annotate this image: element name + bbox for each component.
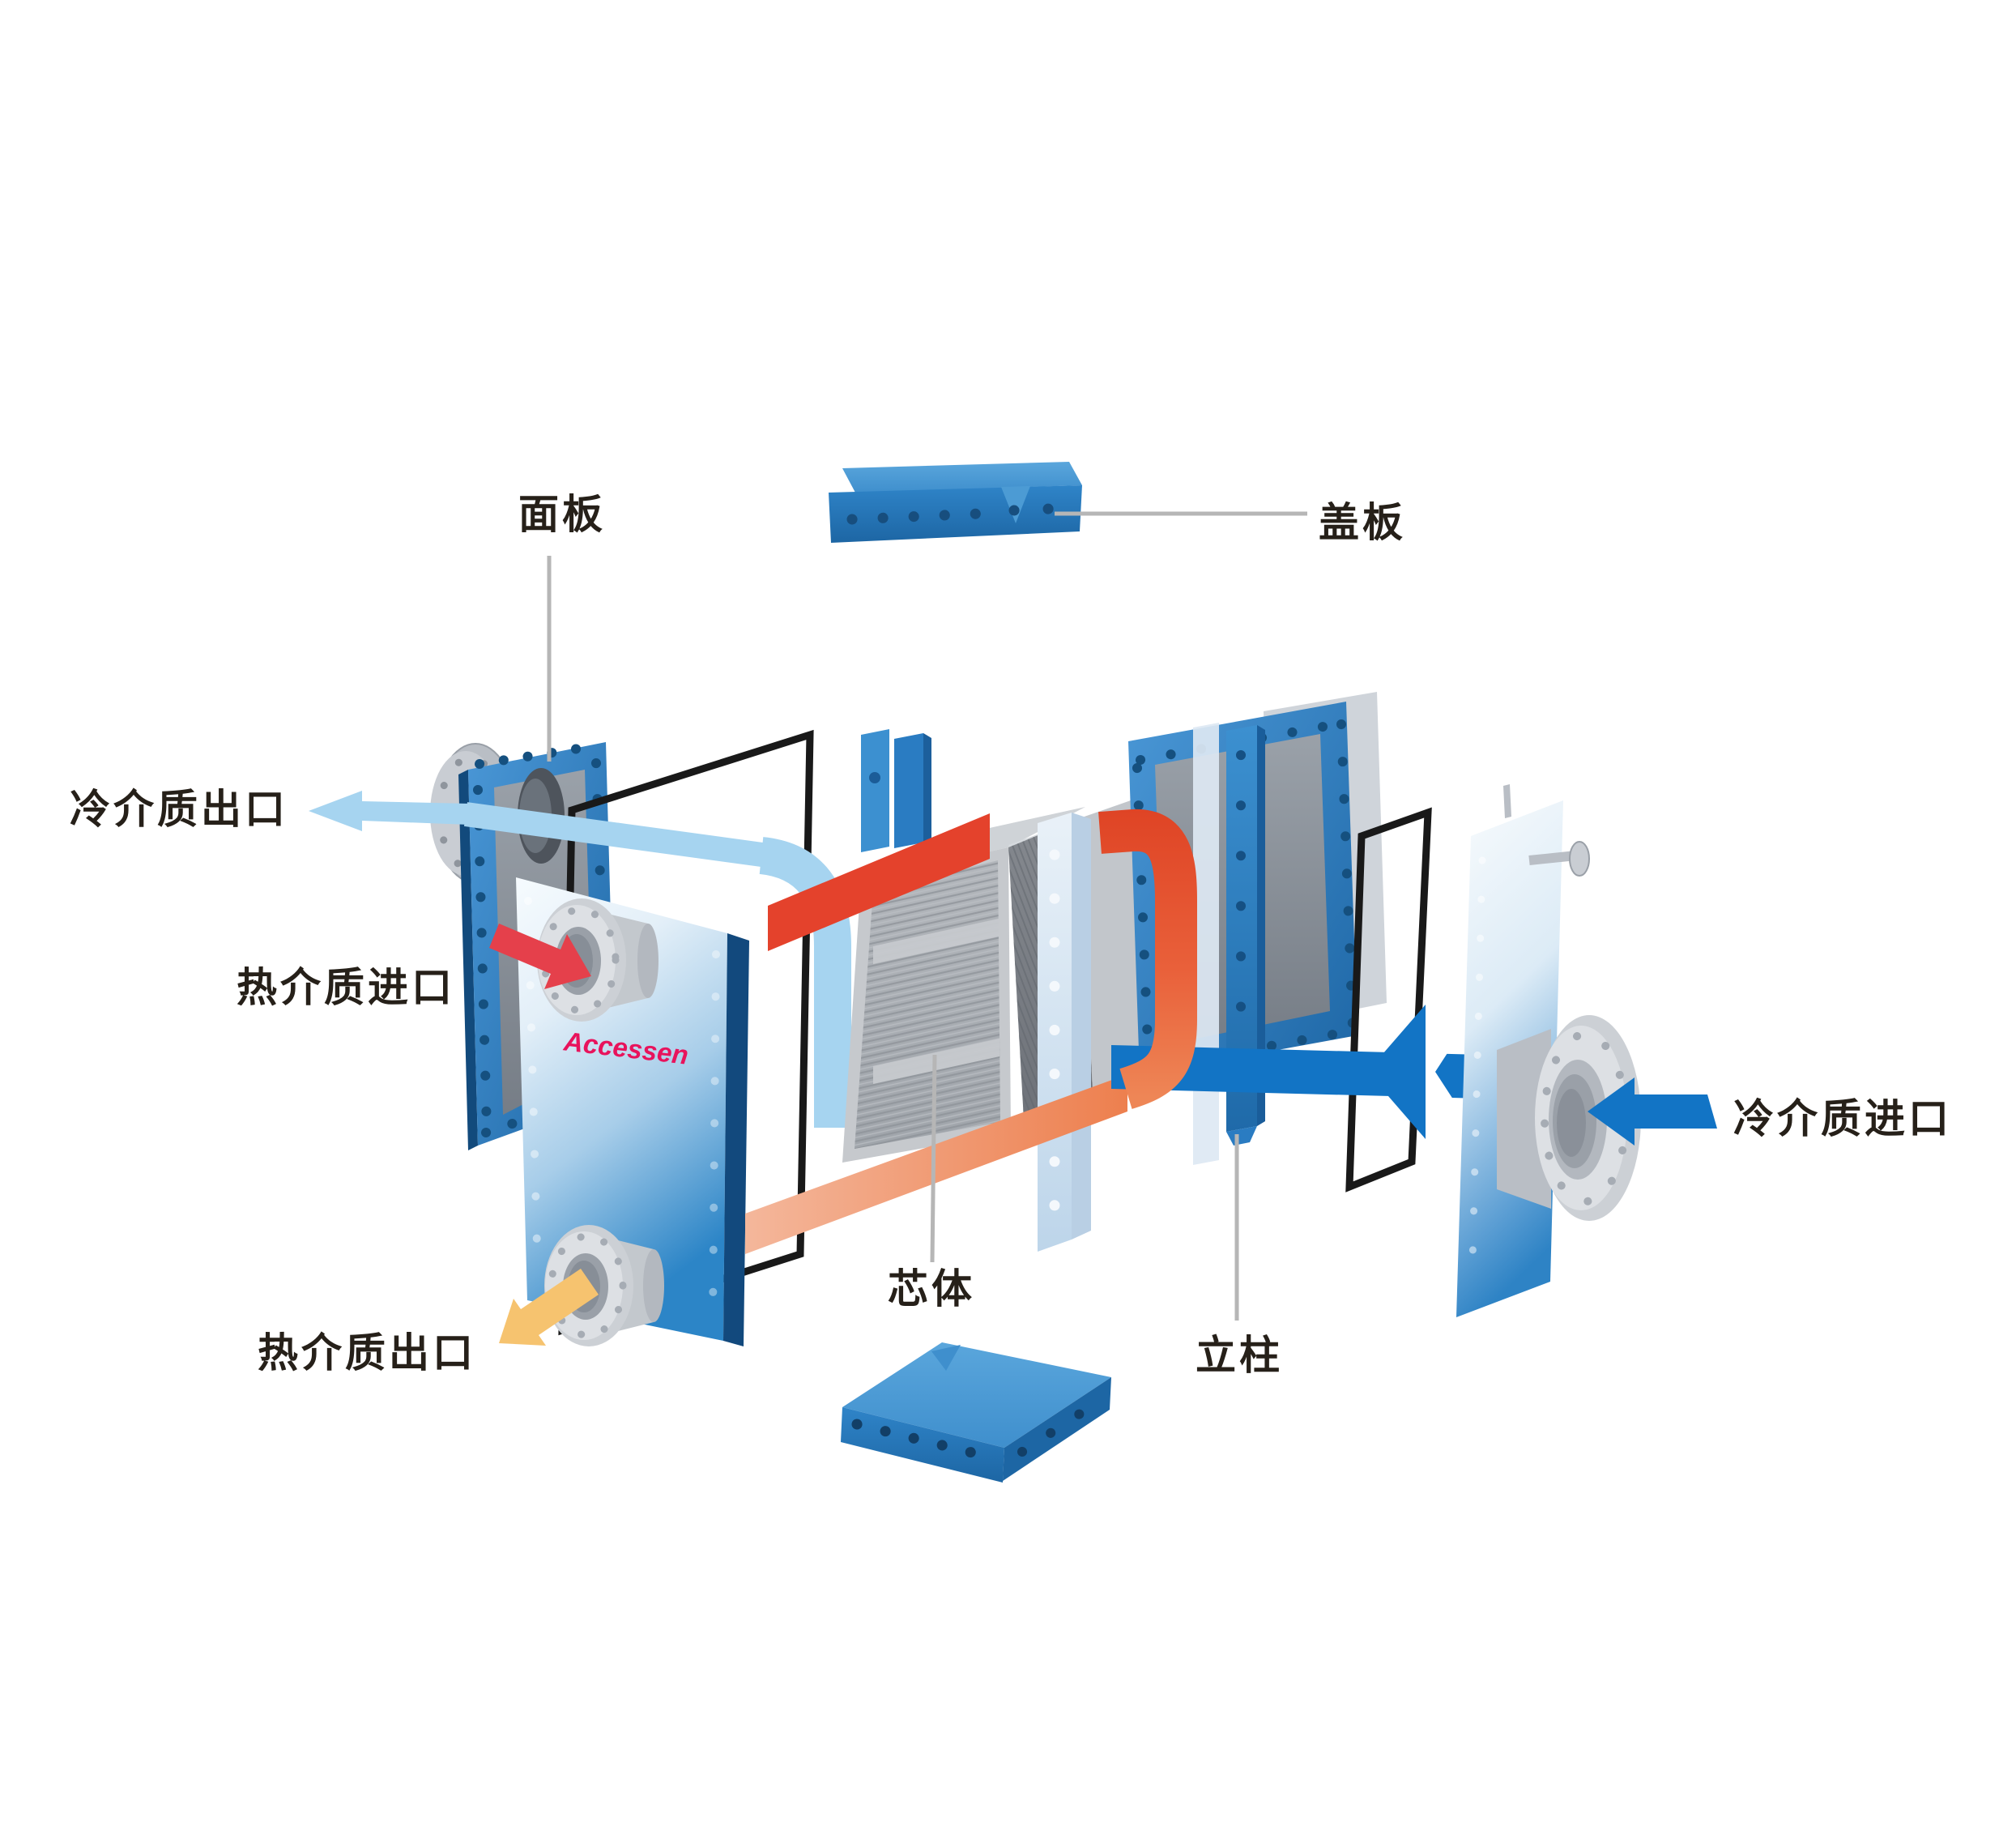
panel-label: 面板: [518, 492, 606, 537]
column-label: 立柱: [1196, 1333, 1283, 1378]
flange-bolt-holes: [540, 906, 620, 1014]
panel-bolt-holes: [1136, 719, 1341, 765]
cold-outlet-label: 冷介质出口: [70, 787, 288, 832]
core-separator: [873, 919, 999, 964]
cover-plate-label: 盖板: [1319, 500, 1406, 545]
cold-inlet-flange: [1497, 1015, 1641, 1221]
hot-flow-pipe: [1098, 809, 1197, 1109]
cold-outlet-arrow-icon: [309, 791, 470, 831]
bottom-plate-right-face: [1003, 1377, 1111, 1481]
leader-core: [930, 1054, 937, 1263]
cold-flow-chevron-icon: [1367, 1005, 1426, 1139]
accessen-plate-edge: [723, 933, 749, 1346]
hot-outlet-label: 热介质出口: [258, 1330, 476, 1376]
hot-return-band: [745, 1074, 1127, 1254]
cover-plate-notch: [1001, 486, 1030, 523]
bottom-plate-bolt-holes: [1017, 1400, 1098, 1457]
bolt-shaft: [1528, 851, 1577, 865]
cover-plate-bolt-holes: [846, 508, 986, 525]
panel-bolt-holes: [1336, 719, 1357, 1032]
cold-inlet-arrow-icon: [1588, 1077, 1717, 1146]
cold-flow-band-gap: [1424, 1005, 1479, 1139]
bottom-plate-top-face: [842, 1342, 1111, 1448]
front-right-column: [1038, 813, 1091, 1252]
hot-outlet-arrow-icon: [499, 1269, 599, 1346]
panel-bolt-holes: [1132, 763, 1153, 1071]
bottom-plate-notch: [931, 1345, 961, 1371]
cover-plate-top-face: [842, 462, 1082, 493]
rear-right-column: [1226, 725, 1265, 1146]
front-left-column-top: [861, 729, 889, 852]
cover-plate-bolt-holes: [1008, 503, 1057, 516]
bottom-plate: [841, 1342, 1111, 1483]
bottom-plate-front-face: [841, 1407, 1004, 1483]
bolt-head: [1569, 841, 1590, 877]
panel-bolt-holes: [475, 740, 604, 769]
cold-flow-band: [463, 802, 770, 868]
stud-pin: [1503, 784, 1511, 818]
cold-inlet-label: 冷介质进口: [1733, 1096, 1952, 1141]
cover-plate-front-face: [829, 485, 1082, 543]
panel-frame-edge: [458, 770, 478, 1150]
hot-inlet-arrow-icon: [489, 924, 591, 989]
hot-flow-stripe: [768, 813, 990, 951]
cold-inlet-flow: [1111, 1005, 1482, 1139]
hot-inlet-label: 热介质进口: [237, 965, 455, 1010]
leader-lines: [547, 511, 1307, 1321]
core-label: 芯体: [888, 1266, 975, 1312]
flange-bolt-holes: [548, 1232, 627, 1339]
rear-left-column: [894, 733, 931, 848]
cover-plate: [829, 462, 1082, 543]
panel-bolt-holes: [473, 785, 492, 1135]
